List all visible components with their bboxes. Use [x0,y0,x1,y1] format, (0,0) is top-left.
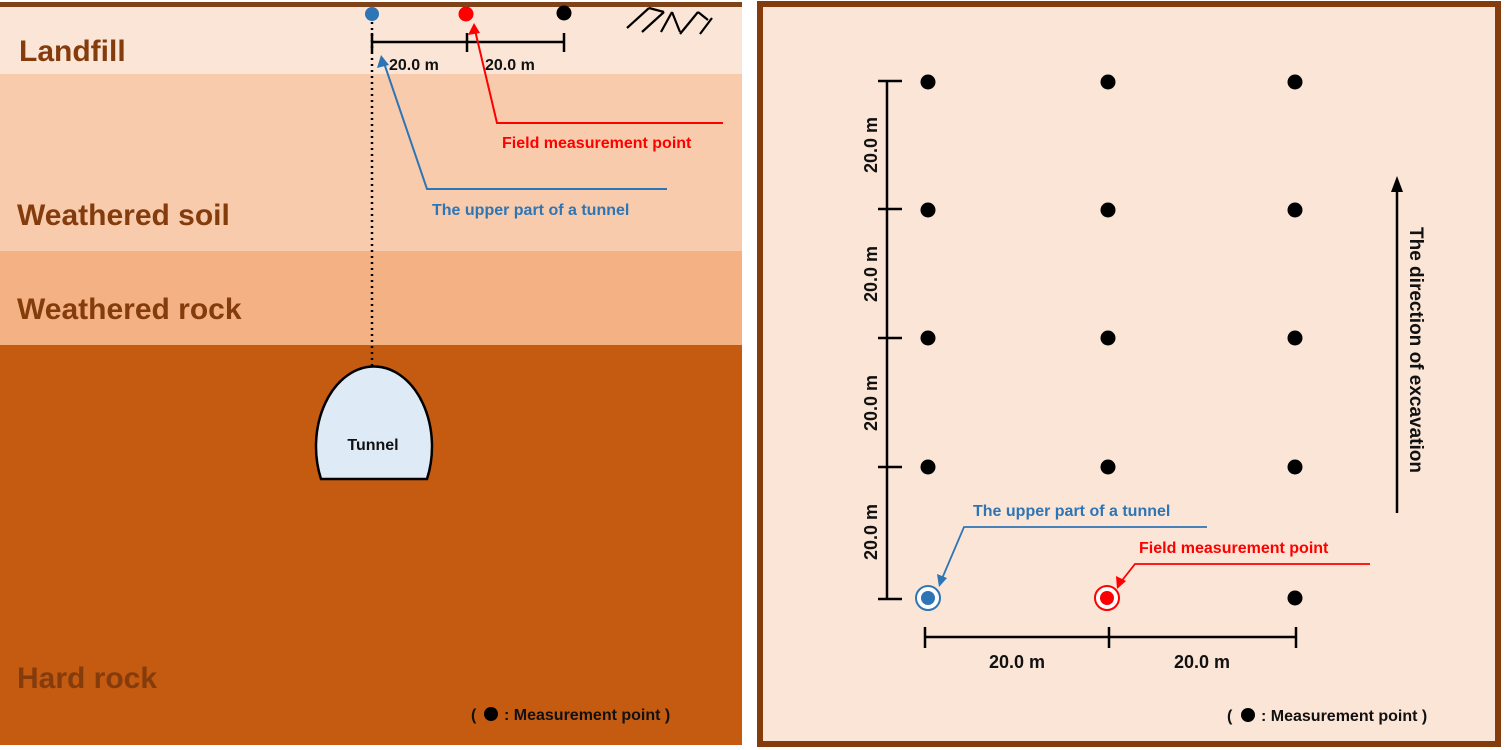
excavation-direction-arrowhead [1391,176,1403,192]
section-legend: ( : Measurement point ) [471,707,670,724]
plan-vertical-spacing-4: 20.0 m [861,504,881,560]
grid-point [920,74,936,90]
ground-surface-line [0,2,742,7]
field-measurement-point [458,6,474,22]
upper-part-arrowhead [377,55,389,68]
plan-vertical-dimension [878,79,902,601]
landfill-label: Landfill [19,35,126,68]
plan-frame [757,1,1501,747]
grid-point [920,202,936,218]
plan-upper-part-leader [940,526,1207,582]
grid-point [1287,330,1303,346]
plan-vertical-spacing-2: 20.0 m [861,246,881,302]
field-point-leader [473,25,723,124]
grid-point [920,459,936,475]
plan-legend-point-icon [1241,708,1255,722]
plan-field-point-label: Field measurement point [1139,540,1329,557]
tunnel-shape [314,365,434,481]
plan-legend-open: ( [1227,708,1233,725]
plan-field-point [1100,591,1114,605]
field-point-arrowhead [468,23,480,35]
section-field-point-label: Field measurement point [502,135,692,152]
grid-point [1287,74,1303,90]
grid-point [920,330,936,346]
plan-legend: ( : Measurement point ) [1227,708,1427,725]
plan-point-grid [920,74,1303,606]
plan-upper-part-arrowhead [937,574,947,587]
grid-point [1100,330,1116,346]
plan-field-point-leader [1119,563,1370,584]
plan-horizontal-spacing-2: 20.0 m [1174,652,1230,672]
weathered-soil-label: Weathered soil [17,199,230,232]
upper-part-point [365,7,379,21]
plan-horizontal-spacing-1: 20.0 m [989,652,1045,672]
plan-field-point-arrowhead [1116,576,1126,589]
plan-view: 20.0 m 20.0 m 20.0 m 20.0 m 20.0 m 20.0 … [757,1,1501,747]
weathered-rock-label: Weathered rock [17,293,242,326]
plan-legend-text: : Measurement point ) [1261,708,1427,725]
ground-hatch-icon [626,6,713,35]
tunnel-label: Tunnel [347,437,398,454]
section-view: Landfill Weathered soil Weathered rock H… [0,2,742,745]
section-spacing-right: 20.0 m [485,57,535,74]
grid-point [1287,590,1303,606]
plan-vertical-spacing-1: 20.0 m [861,117,881,173]
grid-point [1287,459,1303,475]
section-legend-text: : Measurement point ) [504,707,670,724]
section-upper-part-label: The upper part of a tunnel [432,202,629,219]
plan-upper-part-label: The upper part of a tunnel [973,503,1170,520]
upper-part-leader [382,59,667,190]
grid-point [1100,74,1116,90]
excavation-direction-label: The direction of excavation [1405,227,1426,473]
grid-point [1100,202,1116,218]
plan-vertical-spacing-3: 20.0 m [861,375,881,431]
plan-horizontal-dimension [923,627,1298,648]
measurement-point [556,5,572,21]
section-legend-open: ( [471,707,477,724]
section-dimension-line [370,33,566,52]
hard-rock-label: Hard rock [17,662,157,695]
legend-point-icon [484,707,498,721]
grid-point [1100,459,1116,475]
section-spacing-left: 20.0 m [389,57,439,74]
grid-point [1287,202,1303,218]
plan-upper-part-point [921,591,935,605]
